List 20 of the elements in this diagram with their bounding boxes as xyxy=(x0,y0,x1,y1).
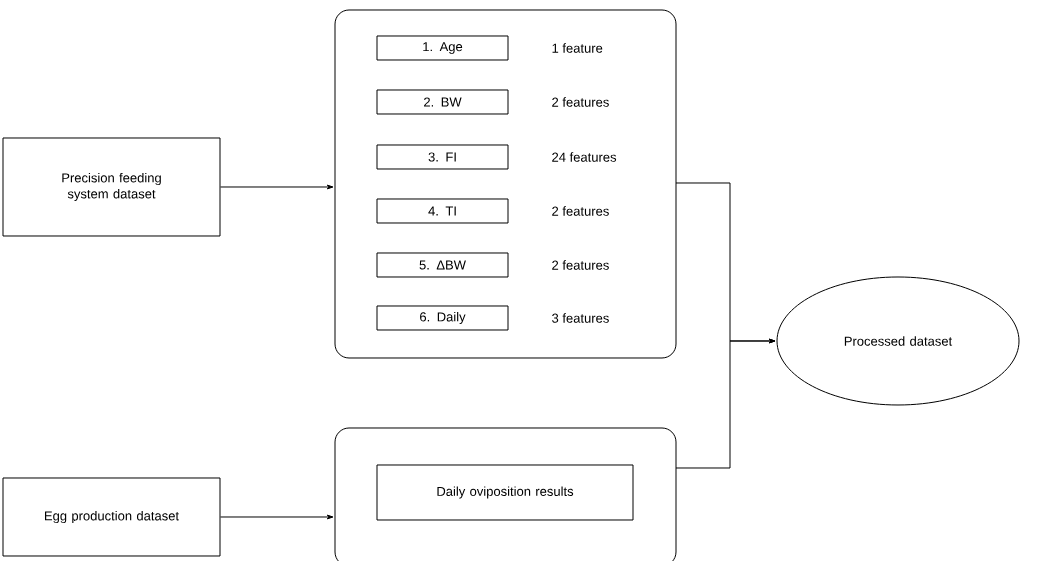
feature-box: 2. BW xyxy=(376,89,509,115)
process-box: Egg production dataset xyxy=(2,477,221,557)
group-box xyxy=(334,9,677,359)
feature-count: 2 features xyxy=(552,260,609,270)
feature-box: 1. Age xyxy=(376,35,509,61)
group-box xyxy=(334,427,677,561)
process-box: Precision feeding system dataset xyxy=(2,137,221,237)
feature-count: 2 features xyxy=(552,206,609,216)
feature-box: 5. ΔBW xyxy=(376,252,509,278)
arrow xyxy=(220,514,334,520)
feature-count: 3 features xyxy=(552,313,609,323)
feature-box: 4. TI xyxy=(376,198,509,224)
feature-count: 2 features xyxy=(552,97,609,107)
arrow xyxy=(220,184,334,190)
feature-box: 3. FI xyxy=(376,144,509,170)
feature-count: 24 features xyxy=(552,152,617,162)
process-box: Daily oviposition results xyxy=(376,464,634,521)
feature-box: 6. Daily xyxy=(376,305,509,331)
feature-count: 1 feature xyxy=(552,43,603,53)
arrow xyxy=(675,338,776,469)
